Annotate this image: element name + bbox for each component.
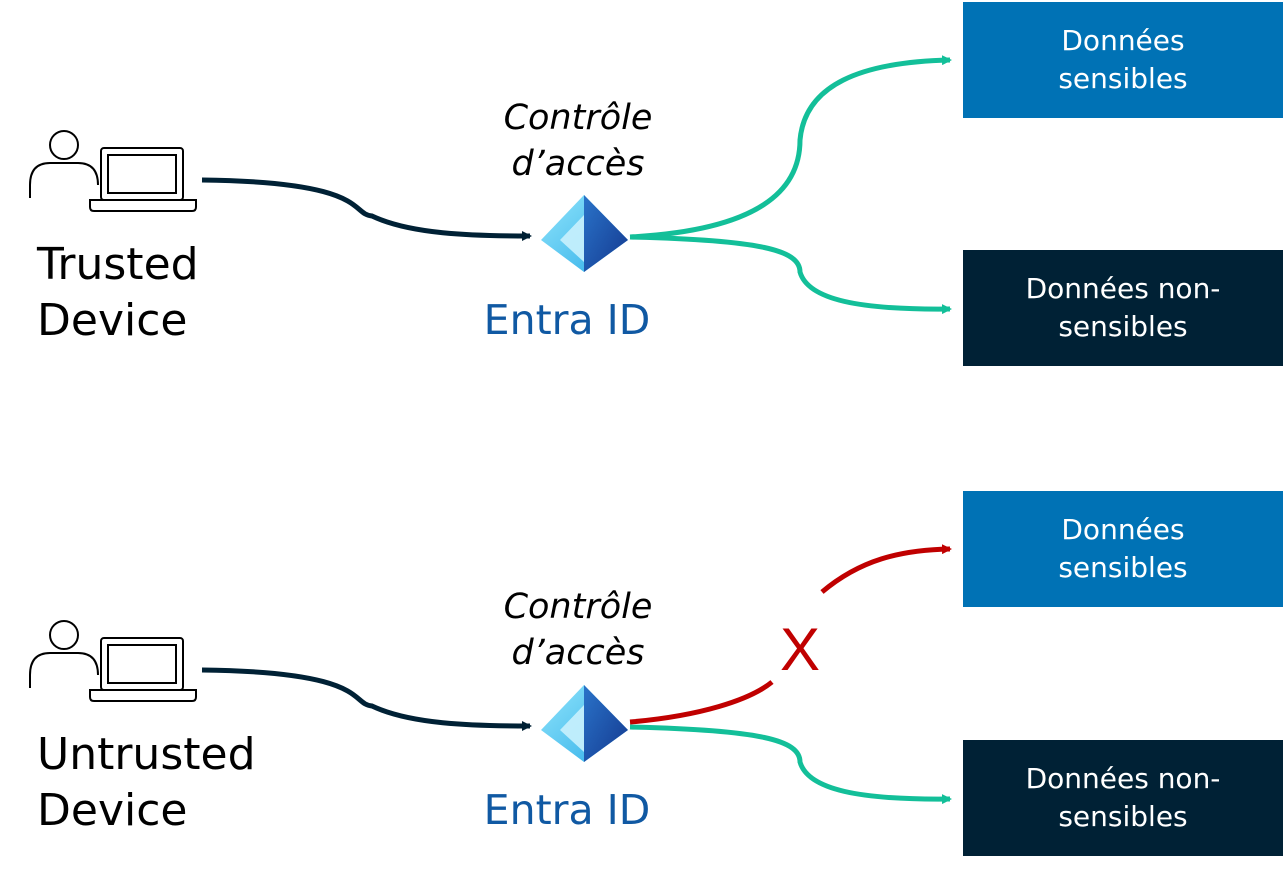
user-icon — [29, 130, 99, 198]
nonsensitive-allowed-arrow — [629, 724, 952, 805]
sensitive-data-line2: sensibles — [1058, 551, 1188, 584]
access-control-label: Contrôle d’accès — [458, 95, 698, 187]
nonsensitive-data-box: Données non- sensibles — [963, 740, 1283, 856]
sensitive-data-line2: sensibles — [1058, 62, 1188, 95]
device-label: Trusted Device — [37, 237, 199, 349]
nonsensitive-data-line2: sensibles — [1058, 800, 1188, 833]
nonsensitive-data-line2: sensibles — [1058, 310, 1188, 343]
sensitive-allowed-arrow — [629, 55, 952, 240]
sensitive-data-line1: Données — [1061, 513, 1185, 546]
access-control-line2: d’accès — [511, 144, 645, 184]
access-control-line1: Contrôle — [503, 587, 653, 627]
nonsensitive-data-line1: Données non- — [1025, 762, 1221, 795]
access-control-label: Contrôle d’accès — [458, 584, 698, 676]
device-label-line1: Untrusted — [37, 729, 256, 780]
laptop-icon — [89, 637, 197, 702]
nonsensitive-data-line1: Données non- — [1025, 272, 1221, 305]
device-label: Untrusted Device — [37, 727, 256, 839]
sensitive-blocked-arrow-upper — [820, 544, 952, 594]
device-label-line1: Trusted — [37, 239, 199, 290]
entra-id-icon — [541, 195, 628, 272]
nonsensitive-allowed-arrow — [629, 234, 952, 315]
user-icon — [29, 620, 99, 688]
access-control-line1: Contrôle — [503, 98, 653, 138]
sensitive-data-box: Données sensibles — [963, 2, 1283, 118]
blocked-x-mark: X — [780, 616, 821, 683]
device-to-entra-arrow — [201, 667, 532, 731]
entra-id-label: Entra ID — [483, 786, 651, 834]
sensitive-data-box: Données sensibles — [963, 491, 1283, 607]
entra-id-label: Entra ID — [483, 296, 651, 344]
sensitive-data-line1: Données — [1061, 24, 1185, 57]
device-label-line2: Device — [37, 295, 188, 346]
access-control-line2: d’accès — [511, 633, 645, 673]
entra-id-icon — [541, 685, 628, 762]
laptop-icon — [89, 147, 197, 212]
sensitive-blocked-arrow-lower — [629, 680, 774, 725]
device-label-line2: Device — [37, 785, 188, 836]
nonsensitive-data-box: Données non- sensibles — [963, 250, 1283, 366]
device-to-entra-arrow — [201, 177, 532, 241]
